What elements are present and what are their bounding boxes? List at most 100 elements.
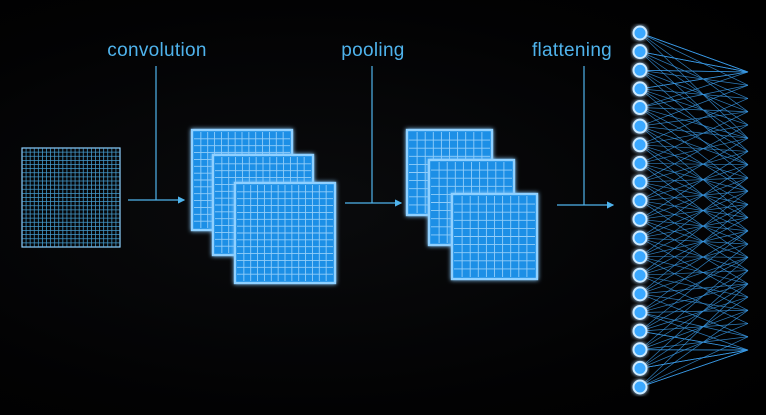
connection-edge — [639, 257, 749, 313]
flattened-node — [632, 379, 648, 395]
connection-edge — [639, 32, 749, 73]
connection-edge — [639, 84, 749, 108]
input-image-grid — [21, 147, 121, 248]
flattening-arrow — [557, 66, 615, 209]
convolution-feature-maps — [190, 128, 337, 285]
connection-edge — [639, 71, 749, 90]
connection-edge — [639, 125, 749, 139]
connection-edge — [639, 164, 749, 202]
connection-edge — [639, 256, 749, 258]
connection-edge — [639, 88, 749, 126]
connection-edge — [639, 283, 749, 351]
connection-edge — [639, 293, 749, 338]
connection-edge — [639, 151, 749, 220]
connection-edge — [639, 125, 749, 165]
connection-edge — [639, 32, 749, 139]
connection-edge — [639, 51, 749, 73]
connection-edge — [639, 217, 749, 276]
connection-edge — [639, 296, 749, 369]
connection-edge — [639, 230, 749, 313]
connection-edge — [639, 111, 749, 164]
connection-edge — [639, 204, 749, 257]
connection-edge — [639, 309, 749, 351]
connection-edge — [639, 164, 749, 239]
connection-edge — [639, 323, 749, 369]
connection-edge — [639, 230, 749, 295]
connection-edge — [639, 51, 749, 99]
flattened-node — [632, 211, 648, 227]
conv-feature-map — [233, 181, 337, 285]
connection-edge — [639, 312, 749, 351]
connection-edge — [639, 69, 749, 86]
connection-edge — [639, 200, 749, 245]
connection-edge — [639, 296, 749, 332]
flattened-vector — [632, 25, 648, 395]
connection-edge — [639, 144, 749, 152]
connection-edge — [639, 200, 749, 271]
connection-edge — [639, 230, 749, 257]
flattened-node — [632, 286, 648, 302]
flattened-node — [632, 267, 648, 283]
connection-edge — [639, 177, 749, 183]
connection-edge — [639, 257, 749, 295]
flattened-node — [632, 230, 648, 246]
flattened-node — [632, 174, 648, 190]
convolution-label: convolution — [107, 40, 206, 61]
connection-edge — [639, 124, 749, 183]
pooling-arrow — [345, 66, 403, 207]
connection-edge — [639, 98, 749, 146]
flattened-node — [632, 25, 648, 41]
connection-edge — [639, 32, 749, 112]
connection-edge — [639, 71, 749, 108]
connection-edge — [639, 257, 749, 351]
pooling-label: pooling — [341, 40, 404, 61]
connection-edge — [639, 177, 749, 220]
flattened-node — [632, 100, 648, 116]
connection-edge — [639, 69, 749, 139]
connection-edge — [639, 283, 749, 313]
connection-edge — [639, 107, 749, 113]
connection-edge — [639, 293, 749, 311]
connection-edge — [639, 124, 749, 146]
connection-edge — [639, 217, 749, 239]
connection-edge — [639, 270, 749, 332]
connection-edge — [639, 204, 749, 295]
connection-edge — [639, 190, 749, 239]
convolution-arrow — [128, 66, 186, 204]
flattened-connections — [639, 32, 749, 388]
connection-edge — [639, 204, 749, 220]
connection-edge — [639, 69, 749, 113]
connection-edge — [639, 336, 749, 351]
connection-edge — [639, 270, 749, 276]
connection-edge — [639, 336, 749, 388]
connection-edge — [639, 218, 749, 232]
connection-edge — [639, 137, 749, 164]
flattened-node — [632, 342, 648, 358]
connection-edge — [639, 181, 749, 205]
connection-edge — [639, 310, 749, 388]
flattened-node — [632, 249, 648, 265]
flattened-node — [632, 155, 648, 171]
connection-edge — [639, 137, 749, 201]
connection-edge — [639, 84, 749, 127]
connection-edge — [639, 163, 749, 166]
connection-edge — [639, 111, 749, 127]
connection-edge — [639, 243, 749, 332]
connection-edge — [639, 51, 749, 126]
connection-edge — [639, 349, 749, 388]
flattened-node — [632, 44, 648, 60]
flattened-node — [632, 323, 648, 339]
flattening-label: flattening — [532, 40, 612, 61]
connection-edge — [639, 32, 749, 86]
flattened-node — [632, 193, 648, 209]
connection-edge — [639, 144, 749, 179]
connection-edge — [639, 163, 749, 192]
connection-edge — [639, 323, 749, 332]
flattened-node — [632, 118, 648, 134]
connection-edge — [639, 151, 749, 183]
connection-edge — [639, 270, 749, 369]
connection-edge — [639, 330, 749, 351]
connection-edge — [639, 237, 749, 245]
